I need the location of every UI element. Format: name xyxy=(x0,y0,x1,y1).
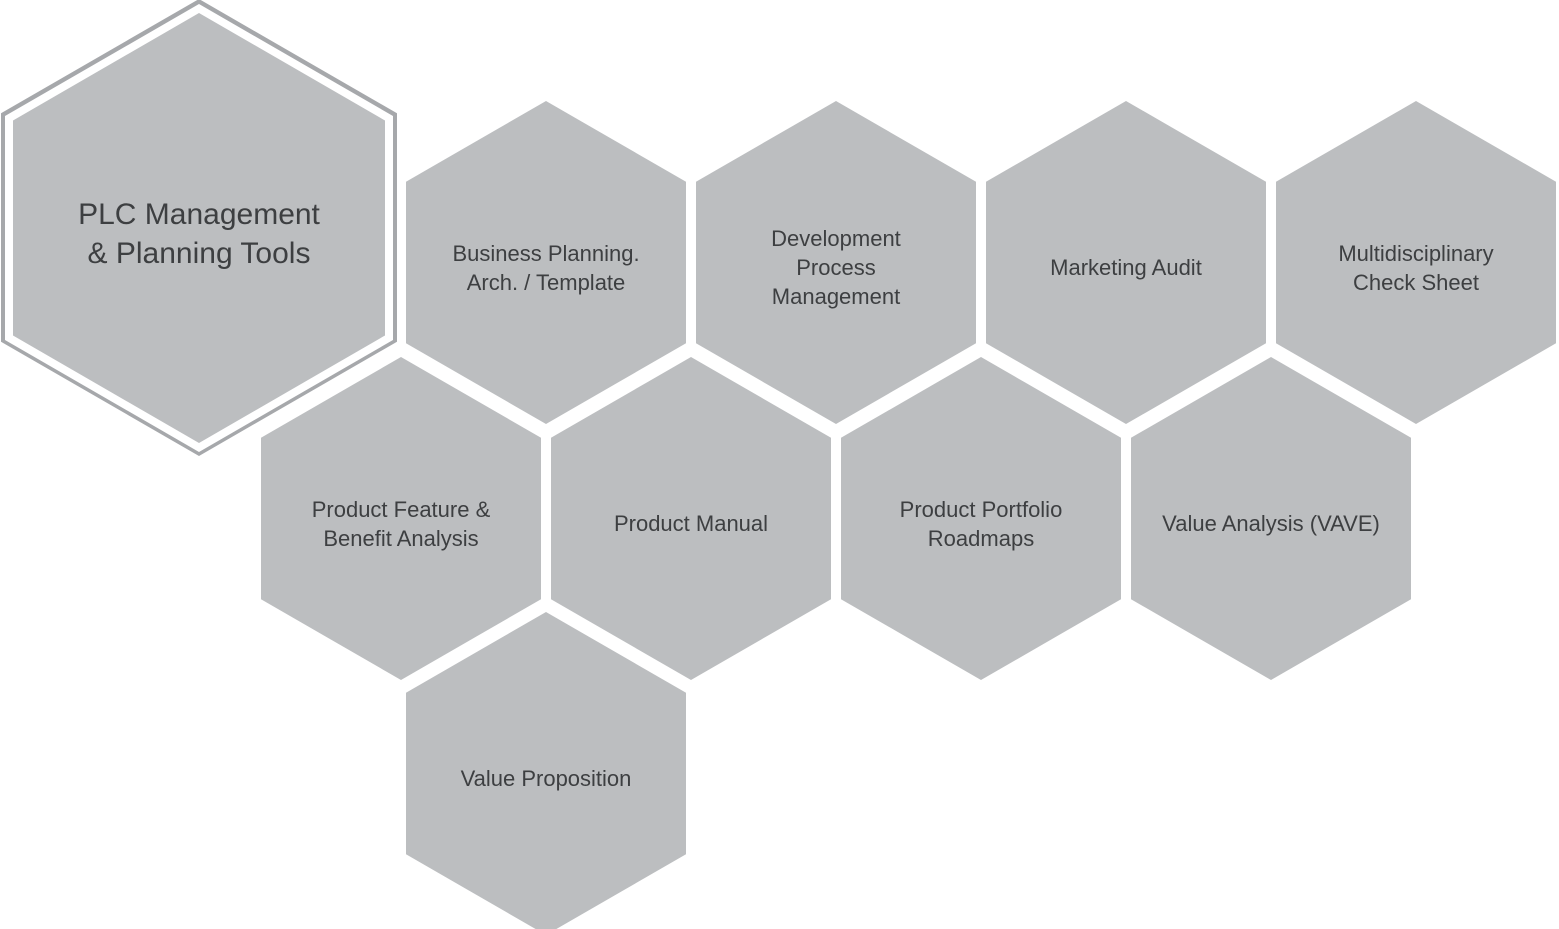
hexagon-label: Product Feature & Benefit Analysis xyxy=(311,496,491,551)
hexagon-product-feature-benefit-analysis: Product Feature & Benefit Analysis xyxy=(261,357,541,680)
hexagon-value-proposition: Value Proposition xyxy=(406,612,686,929)
hexagon-label: PLC Management & Planning Tools xyxy=(78,198,320,270)
hexagon-marketing-audit: Marketing Audit xyxy=(986,101,1266,424)
hexagon-product-portfolio-roadmaps: Product Portfolio Roadmaps xyxy=(841,357,1121,680)
hexagon-label: Value Proposition xyxy=(460,766,632,791)
hexagon-multidisciplinary-check-sheet: Multidisciplinary Check Sheet xyxy=(1276,101,1556,424)
hexagon-label: Multidisciplinary Check Sheet xyxy=(1338,240,1494,295)
hexagon-label: Product Portfolio Roadmaps xyxy=(899,496,1063,551)
hexagon-development-process-management: Development Process Management xyxy=(696,101,976,424)
hexagon-product-manual: Product Manual xyxy=(551,357,831,680)
hexagon-label: Product Manual xyxy=(613,511,769,536)
hexagon-label: Marketing Audit xyxy=(1050,255,1202,280)
hexagon-label: Business Planning. Arch. / Template xyxy=(452,240,640,295)
hexagon-value-analysis-vave: Value Analysis (VAVE) xyxy=(1131,357,1411,680)
hexagon-label: Development Process Management xyxy=(771,226,901,309)
hexagon-business-planning-arch-template: Business Planning. Arch. / Template xyxy=(406,101,686,424)
hexagon-label: Value Analysis (VAVE) xyxy=(1162,511,1380,536)
